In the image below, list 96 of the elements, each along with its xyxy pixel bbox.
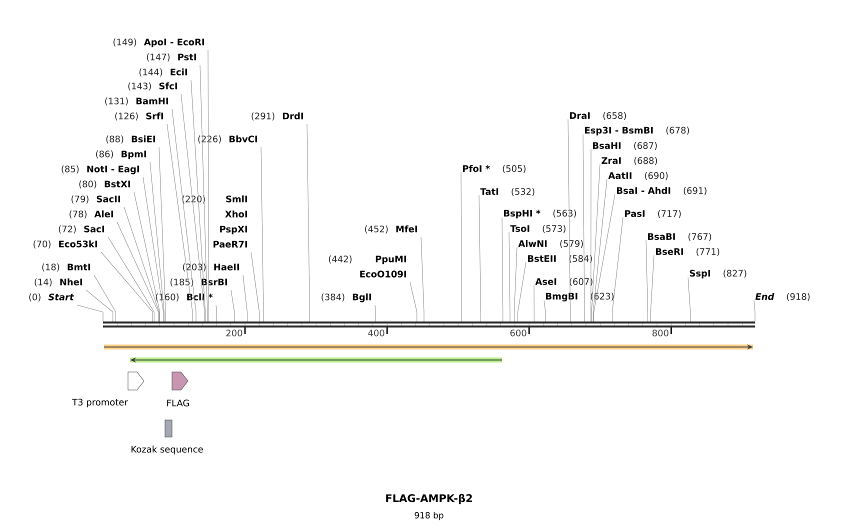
tick-label: 400: [368, 330, 384, 336]
enzyme-site-label: (143) SfcI: [128, 82, 177, 90]
enzyme-site-label: Esp3I - BsmBI (678): [585, 126, 689, 136]
leader-line: [216, 304, 217, 322]
leader-line: [374, 304, 376, 322]
enzyme-site-label: (131) BamHI: [105, 97, 168, 106]
leader-line: [460, 172, 462, 322]
leader-line: [594, 194, 616, 322]
leader-line: [180, 94, 205, 322]
enzyme-site-label: (149) ApoI - EcoRI: [113, 38, 204, 48]
leader-line: [306, 124, 310, 322]
leader-line: [124, 206, 160, 322]
enzyme-site-label: (72) SacI: [58, 225, 104, 234]
enzyme-site-label: End (918): [755, 293, 810, 302]
enzyme-site-label: BsaHI (687): [593, 142, 657, 150]
enzyme-site-label: (384) BglI: [322, 293, 371, 302]
leader-line: [582, 134, 585, 322]
enzyme-site-label: BseRI (771): [656, 248, 720, 256]
leader-line: [142, 176, 164, 322]
leader-line: [76, 304, 104, 322]
leader-line: [514, 246, 518, 322]
enzyme-site-label: BsaBI (767): [648, 233, 712, 242]
enzyme-site-label: DraI (658): [570, 112, 626, 120]
leader-line: [100, 252, 153, 322]
enzyme-site-label: BmgBI (623): [546, 292, 614, 302]
leader-line: [116, 222, 159, 322]
leader-line: [508, 232, 510, 322]
leader-line: [108, 236, 154, 322]
leader-line: [544, 300, 546, 322]
enzyme-site-label: (185) BsrBI: [170, 278, 227, 286]
enzyme-site-label: AlwNI (579): [518, 240, 583, 248]
enzyme-site-label: (220) SmlI XhoI PspXI PaeR7I: [182, 195, 247, 248]
leader-line: [518, 262, 526, 322]
leader-line: [260, 146, 264, 322]
leader-line: [650, 254, 654, 322]
enzyme-site-label: (88) BsiEI: [106, 135, 155, 144]
enzyme-site-label: TsoI (573): [510, 225, 566, 234]
enzyme-site-label: PasI (717): [625, 210, 681, 218]
leader-line: [86, 290, 114, 322]
enzyme-site-label: (14) NheI: [34, 278, 82, 286]
tick-label: 800: [652, 330, 668, 336]
leader-line: [502, 217, 504, 322]
leader-line: [150, 162, 164, 322]
leader-line: [190, 80, 206, 322]
enzyme-site-label: ZraI (688): [602, 157, 658, 166]
enzyme-site-label: (126) SrfI: [115, 112, 163, 120]
enzyme-site-label: (80) BstXI: [79, 180, 130, 188]
enzyme-site-label: (0) Start: [29, 293, 74, 302]
leader-line: [94, 274, 116, 322]
node-label: Kozak sequence: [132, 446, 203, 454]
enzyme-site-label: (442) PpuMI EcoO109I: [328, 255, 406, 278]
enzyme-site-label: (203) HaeII: [182, 263, 239, 272]
leader-line: [646, 240, 648, 322]
leader-line: [478, 194, 482, 322]
leader-line: [592, 178, 608, 322]
leader-line: [612, 216, 624, 322]
leader-line: [134, 192, 160, 322]
enzyme-site-label: PfoI * (505): [463, 165, 526, 174]
caption: 918 bp: [414, 512, 444, 520]
tick-label: 600: [510, 330, 526, 336]
tick-label: 200: [226, 330, 242, 336]
leader-line: [250, 252, 260, 322]
enzyme-site-label: (147) PstI: [146, 53, 196, 62]
enzyme-site-label: BsaI - AhdI (691): [617, 187, 706, 196]
leader-line: [200, 64, 208, 322]
enzyme-site-label: (18) BmtI: [42, 263, 90, 272]
leader-line: [591, 164, 600, 322]
leader-line: [166, 124, 193, 322]
enzyme-site-label: (78) AleI: [70, 210, 113, 218]
enzyme-site-label: TatI (532): [480, 188, 534, 196]
enzyme-site-label: (79) SacII: [72, 195, 120, 204]
enzyme-site-label: AatII (690): [608, 172, 668, 180]
enzyme-site-label: BstEII (584): [528, 255, 592, 264]
enzyme-site-label: (70) Eco53kI: [34, 240, 97, 248]
enzyme-site-label: SspI (827): [690, 270, 746, 278]
enzyme-site-label: (86) BpmI: [96, 150, 146, 160]
leader-line: [242, 274, 248, 322]
enzyme-site-label: AseI (607): [535, 278, 592, 286]
enzyme-site-label: BspHI * (563): [504, 210, 576, 218]
enzyme-site-label: (85) NotI - EagI: [62, 165, 139, 174]
leader-line: [172, 108, 196, 322]
enzyme-site-label: (291) DrdI: [252, 112, 303, 120]
leader-line: [158, 146, 166, 322]
title: FLAG-AMPK-β2: [386, 494, 472, 504]
leader-line: [754, 300, 756, 322]
leader-line: [410, 282, 418, 322]
enzyme-site-label: (144) EciI: [139, 68, 187, 76]
leader-line: [688, 277, 691, 322]
leader-line: [590, 148, 592, 322]
enzyme-site-label: (452) MfeI: [365, 225, 417, 234]
leader-line: [208, 50, 210, 322]
leader-line: [420, 236, 424, 322]
leader-line: [230, 290, 235, 322]
leader-line: [568, 118, 571, 322]
enzyme-site-label: (226) BbvCI: [198, 135, 257, 144]
feature-box: Kozak sequence: [132, 420, 203, 454]
